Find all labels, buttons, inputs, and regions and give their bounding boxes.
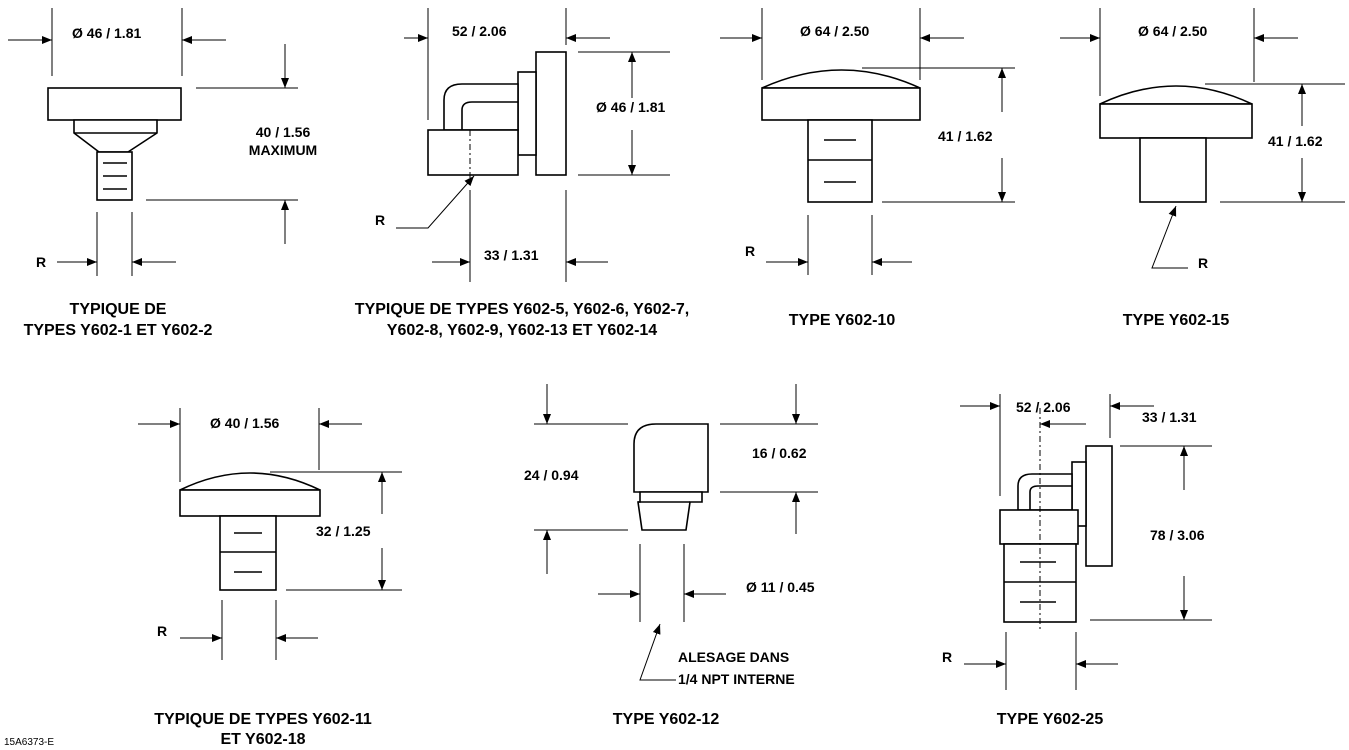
- height-label: 24 / 0.94: [524, 467, 579, 483]
- figure-caption: TYPE Y602-15: [1123, 312, 1230, 329]
- dimension-lines: [960, 394, 1212, 690]
- connection-label: R: [36, 254, 46, 270]
- offset-label: 33 / 1.31: [484, 247, 539, 263]
- height-label: 41 / 1.62: [1268, 133, 1323, 149]
- elbow-height-label: 16 / 0.62: [752, 445, 807, 461]
- part-drawing: [1099, 85, 1253, 203]
- figure-caption: TYPE Y602-10: [789, 312, 896, 329]
- height-label: 32 / 1.25: [316, 523, 371, 539]
- dimension-lines: [1060, 8, 1345, 269]
- bore-note-line-2: 1/4 NPT INTERNE: [678, 671, 795, 687]
- dimension-lines: [396, 8, 670, 282]
- part-drawing: [633, 423, 709, 531]
- dimension-lines: [720, 8, 1015, 275]
- dimension-lines: [8, 8, 298, 276]
- offset-label: 33 / 1.31: [1142, 409, 1197, 425]
- figure-y602-1: Ø 46 / 1.81 40 / 1.56 MAXIMUM R TYPIQUE …: [8, 8, 317, 339]
- connection-label: R: [375, 212, 385, 228]
- dimension-lines: [534, 384, 818, 681]
- height-label: 40 / 1.56: [256, 124, 311, 140]
- height-label: 41 / 1.62: [938, 128, 993, 144]
- diameter-label: Ø 46 / 1.81: [72, 25, 141, 41]
- connection-label: R: [745, 243, 755, 259]
- figure-y602-12: 24 / 0.94 16 / 0.62 Ø 11 / 0.45 ALESAGE …: [524, 384, 818, 728]
- width-label: 52 / 2.06: [1016, 399, 1071, 415]
- height-qualifier-label: MAXIMUM: [249, 142, 317, 158]
- figure-y602-25: 52 / 2.06 33 / 1.31 78 / 3.06 R TYPE Y60…: [942, 394, 1212, 728]
- figure-y602-10: Ø 64 / 2.50 41 / 1.62 R TYPE Y602-10: [720, 8, 1015, 329]
- width-label: 52 / 2.06: [452, 23, 507, 39]
- part-drawing: [999, 408, 1113, 632]
- figure-caption-line-2: TYPES Y602-1 ET Y602-2: [24, 322, 213, 339]
- diameter-label: Ø 40 / 1.56: [210, 415, 279, 431]
- part-drawing: [427, 51, 567, 185]
- part-drawing: [761, 69, 921, 203]
- figure-y602-15: Ø 64 / 2.50 41 / 1.62 R TYPE Y602-15: [1060, 8, 1345, 329]
- drawing-reference: 15A6373-E: [4, 737, 54, 748]
- diameter-label: Ø 11 / 0.45: [746, 579, 815, 595]
- dimension-lines: [138, 408, 402, 660]
- connection-label: R: [157, 623, 167, 639]
- diameter-label: Ø 46 / 1.81: [596, 99, 665, 115]
- connection-label: R: [942, 649, 952, 665]
- diameter-label: Ø 64 / 2.50: [1138, 23, 1207, 39]
- diameter-label: Ø 64 / 2.50: [800, 23, 869, 39]
- figure-caption-line-1: TYPIQUE DE TYPES Y602-11: [154, 711, 372, 728]
- figure-y602-5: 52 / 2.06 Ø 46 / 1.81 R 33 / 1.31 TYPIQU…: [355, 8, 689, 339]
- figure-y602-11: Ø 40 / 1.56 32 / 1.25 R TYPIQUE DE TYPES…: [138, 408, 402, 748]
- height-label: 78 / 3.06: [1150, 527, 1205, 543]
- figure-caption-line-2: Y602-8, Y602-9, Y602-13 ET Y602-14: [387, 322, 658, 339]
- connection-label: R: [1198, 255, 1208, 271]
- figure-caption-line-1: TYPIQUE DE TYPES Y602-5, Y602-6, Y602-7,: [355, 301, 689, 318]
- part-drawing: [179, 472, 321, 591]
- bore-note-line-1: ALESAGE DANS: [678, 649, 789, 665]
- figure-caption-line-2: ET Y602-18: [220, 731, 305, 748]
- figure-caption-line-1: TYPIQUE DE: [70, 301, 167, 318]
- part-drawing: [47, 87, 182, 201]
- figure-caption: TYPE Y602-25: [997, 711, 1104, 728]
- figure-caption: TYPE Y602-12: [613, 711, 720, 728]
